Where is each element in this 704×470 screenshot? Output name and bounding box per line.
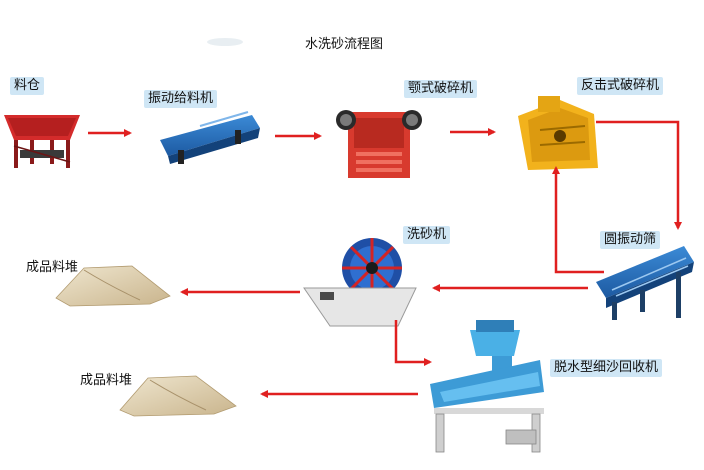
product-pile-2 [119, 375, 237, 417]
label-jaw-crusher: 颚式破碎机 [404, 80, 478, 98]
bin-machine [4, 115, 80, 168]
diagram-title: 水洗砂流程图 [305, 37, 384, 52]
feeder-machine [160, 111, 260, 164]
arrow-washer-to-recovery [394, 320, 432, 366]
label-sand-recovery: 脱水型细沙回收机 [550, 359, 663, 377]
label-impact-crusher: 反击式破碎机 [577, 77, 664, 95]
arrow-impact-to-screen [596, 120, 682, 230]
label-product-pile-1: 成品料堆 [26, 260, 79, 275]
impact-crusher-machine [518, 96, 598, 170]
label-product-pile-2: 成品料堆 [80, 373, 133, 388]
vibrating-screen-machine [596, 246, 694, 320]
jaw-crusher-machine [336, 110, 422, 178]
label-feeder: 振动给料机 [144, 90, 218, 108]
product-pile-1 [55, 265, 171, 307]
label-bin: 料仓 [10, 77, 45, 95]
sand-washer-machine [303, 238, 417, 327]
sand-recovery-machine [430, 320, 544, 453]
label-vibrating-screen: 圆振动筛 [600, 231, 661, 249]
arrow-screen-return [552, 166, 604, 274]
label-sand-washer: 洗砂机 [403, 226, 451, 244]
